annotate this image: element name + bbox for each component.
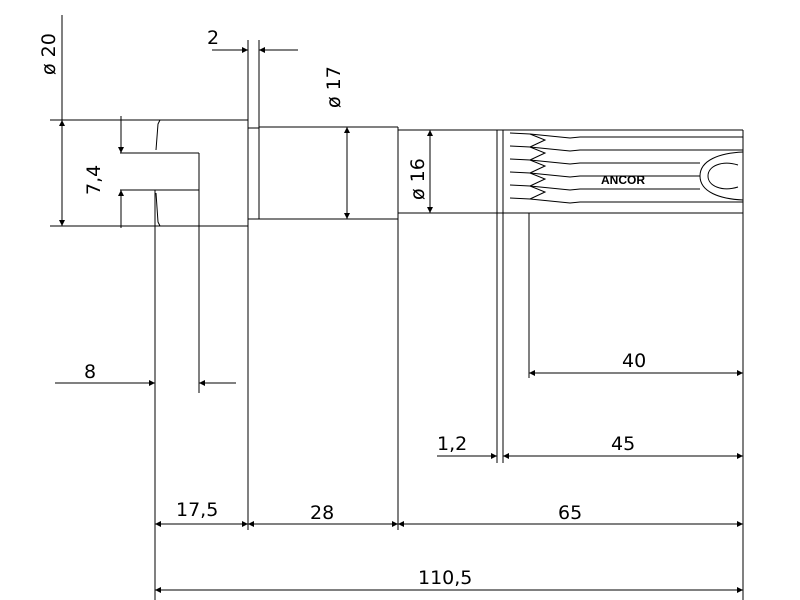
spline-grooves xyxy=(509,132,744,204)
dim-gap-2-label: 2 xyxy=(207,27,219,49)
dim-length-28-label: 28 xyxy=(310,502,334,524)
dim-length-40-label: 40 xyxy=(622,350,646,372)
dim-slot-7-4-label: 7,4 xyxy=(83,165,105,195)
shaft-outline xyxy=(50,40,744,600)
dim-diameter-16-label: ø 16 xyxy=(407,158,429,200)
dim-length-1-2-label: 1,2 xyxy=(437,433,467,455)
dim-length-45-label: 45 xyxy=(611,433,635,455)
brand-label: ANCOR xyxy=(601,173,645,187)
dim-length-110-5-label: 110,5 xyxy=(418,567,472,589)
dim-length-65-label: 65 xyxy=(558,502,582,524)
dim-diameter-20-label: ø 20 xyxy=(38,33,60,75)
dim-diameter-17-label: ø 17 xyxy=(323,66,345,108)
dim-slot-8-label: 8 xyxy=(84,361,96,383)
extension-lines xyxy=(61,15,249,600)
dim-length-17-5-label: 17,5 xyxy=(176,499,218,521)
dimension-lines xyxy=(55,47,743,593)
